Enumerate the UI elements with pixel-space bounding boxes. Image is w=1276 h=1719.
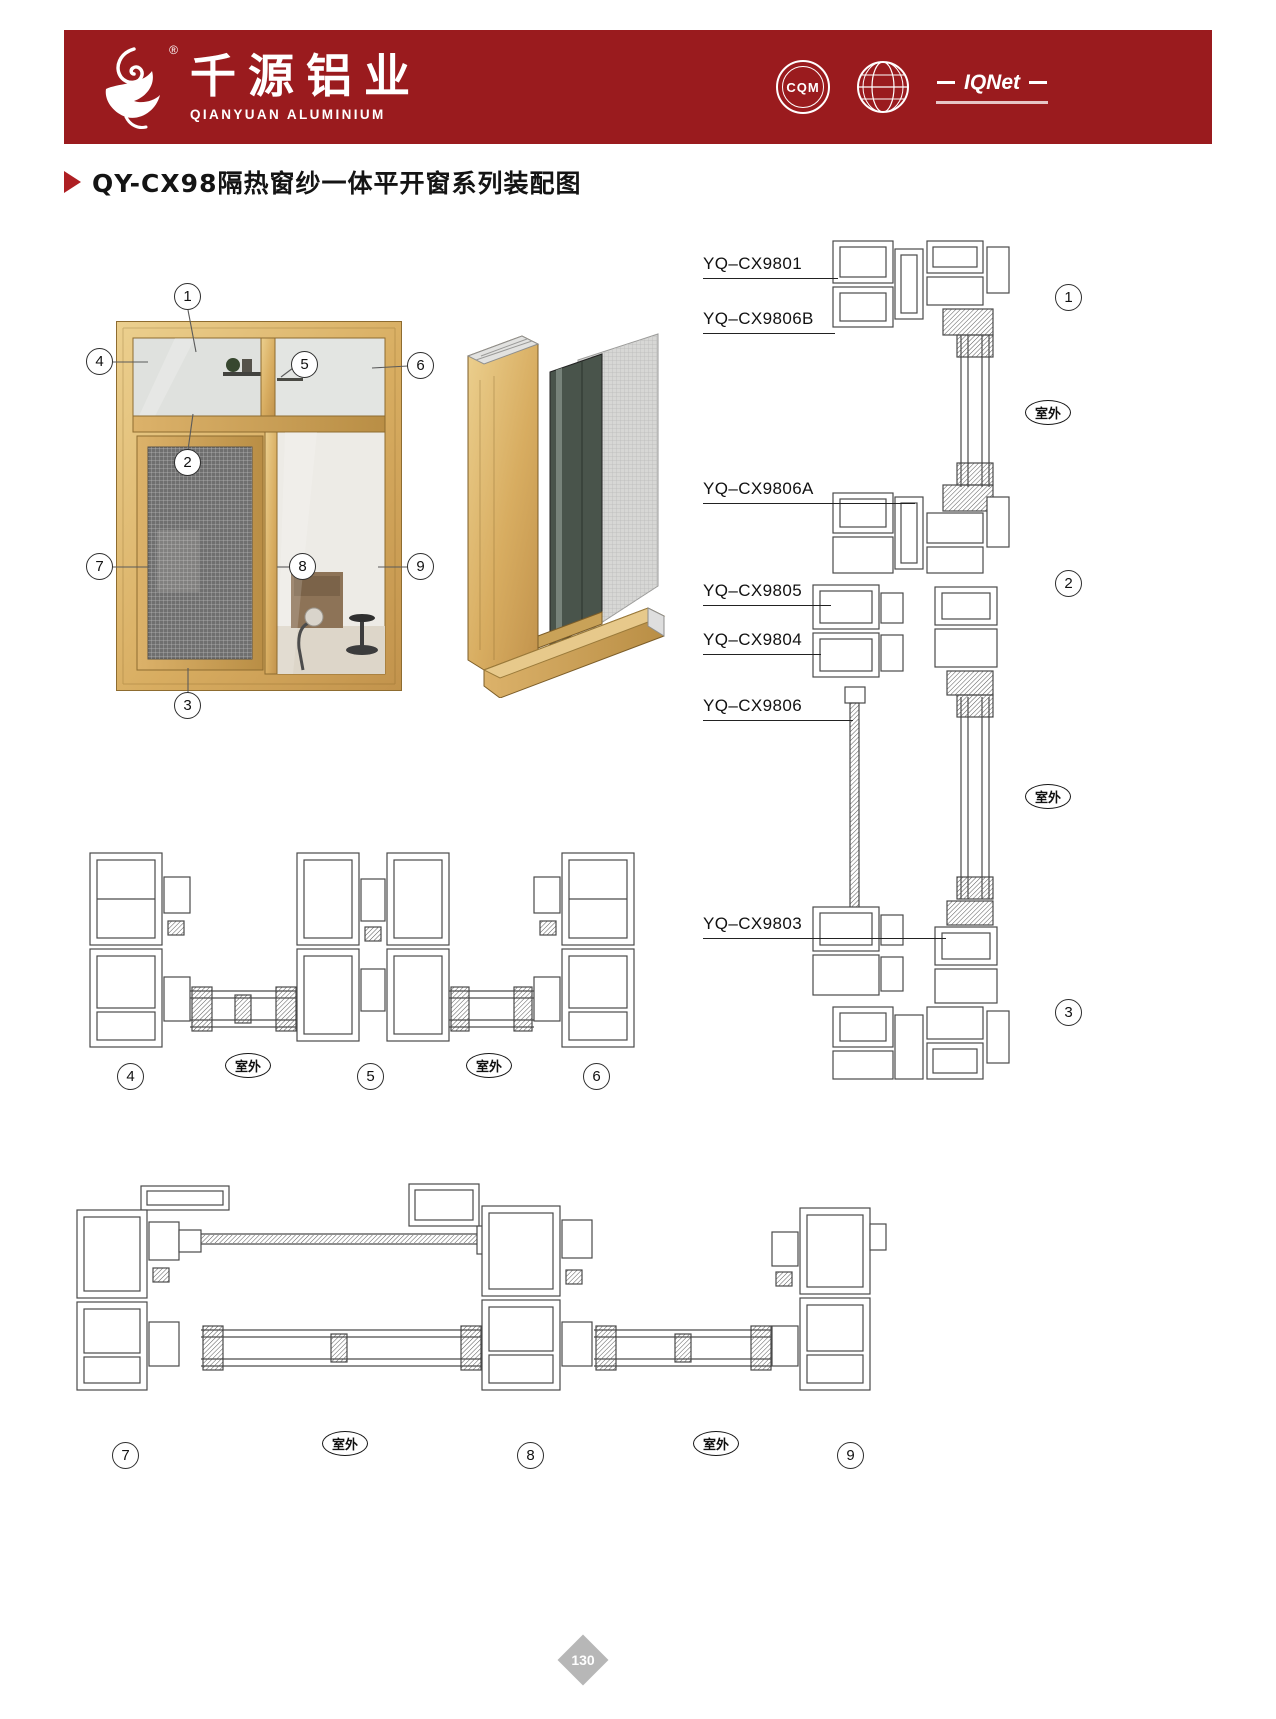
- swan-logo-icon: [105, 47, 160, 129]
- outdoor-label: 室外: [693, 1431, 739, 1456]
- horizontal-section-lower-drawing: [76, 1183, 887, 1391]
- iqnet-badge-label: IQNet: [963, 70, 1020, 94]
- detail-circle-7: 7: [112, 1442, 139, 1469]
- left-frame-profile: [89, 852, 191, 1048]
- detail-circle-3: 3: [1055, 999, 1082, 1026]
- part-label-yq-cx9806a: YQ–CX9806A: [703, 479, 915, 504]
- outdoor-label: 室外: [466, 1053, 512, 1078]
- right-frame-profile: [771, 1207, 887, 1391]
- transom-profile: [832, 484, 1010, 574]
- callout-5: 5: [291, 351, 318, 378]
- page-number: 130: [571, 1652, 595, 1668]
- detail-circle-9: 9: [837, 1442, 864, 1469]
- glazing-run-1: [201, 1325, 482, 1371]
- frame-head-profile: [832, 240, 1010, 336]
- glazing-run-2: [449, 986, 534, 1032]
- callout-9: 9: [407, 553, 434, 580]
- detail-circle-1: 1: [1055, 284, 1082, 311]
- right-frame-profile: [533, 852, 635, 1048]
- window-illustration: [116, 321, 402, 691]
- detail-circle-2: 2: [1055, 570, 1082, 597]
- brand-text: 千源铝业 QIANYUAN ALUMINIUM: [190, 48, 422, 123]
- part-label-yq-cx9805: YQ–CX9805: [703, 581, 831, 606]
- iqnet-dash-left: [936, 81, 955, 84]
- header-band: ® 千源铝业 QIANYUAN ALUMINIUM CQM IQNet: [64, 30, 1212, 144]
- outdoor-label: 室外: [1025, 400, 1071, 425]
- cqm-badge-label: CQM: [786, 79, 820, 95]
- outdoor-label: 室外: [225, 1053, 271, 1078]
- left-frame-profile: [76, 1185, 230, 1391]
- profile-3d-render: [466, 333, 666, 698]
- center-mullion-profile: [296, 852, 450, 1042]
- detail-circle-8: 8: [517, 1442, 544, 1469]
- part-label-yq-cx9803: YQ–CX9803: [703, 914, 946, 939]
- callout-leader-lines: [113, 309, 409, 693]
- outdoor-label: 室外: [322, 1431, 368, 1456]
- part-label-yq-cx9804: YQ–CX9804: [703, 630, 821, 655]
- part-label-yq-cx9801: YQ–CX9801: [703, 254, 838, 279]
- cqm-badge: CQM: [776, 60, 830, 114]
- brand-name-en: QIANYUAN ALUMINIUM: [190, 107, 386, 123]
- callout-3: 3: [174, 692, 201, 719]
- glazing-unit-lower: [956, 694, 994, 900]
- detail-circle-4: 4: [117, 1063, 144, 1090]
- vertical-section-drawing: [812, 240, 1010, 1080]
- callout-2: 2: [174, 449, 201, 476]
- callout-1: 1: [174, 283, 201, 310]
- registered-mark: ®: [169, 43, 178, 57]
- brand-logo: ®: [90, 41, 178, 133]
- iqnet-tagline-line: [936, 100, 1048, 104]
- sill-profile: [812, 900, 1010, 1080]
- certification-badges: CQM IQNet: [776, 60, 1048, 114]
- outdoor-label: 室外: [1025, 784, 1071, 809]
- detail-circle-6: 6: [583, 1063, 610, 1090]
- brand-name-cn: 千源铝业: [190, 48, 422, 103]
- iqnet-badge: IQNet: [936, 71, 1048, 104]
- iqnet-dash-right: [1029, 81, 1047, 84]
- page-title: QY-CX98隔热窗纱一体平开窗系列装配图: [92, 169, 582, 198]
- horizontal-section-upper-drawing: [89, 852, 635, 1048]
- page-number-diamond: 130: [557, 1634, 609, 1686]
- detail-circle-5: 5: [357, 1063, 384, 1090]
- iso-globe-badge-icon: [857, 61, 909, 113]
- callout-6: 6: [407, 352, 434, 379]
- glazing-run-2: [594, 1325, 772, 1371]
- glazing-unit-upper: [956, 334, 994, 487]
- callout-8: 8: [289, 553, 316, 580]
- title-bullet-icon: [64, 171, 81, 193]
- center-sash-profile: [481, 1205, 593, 1391]
- screen-mesh-strip: [201, 1183, 496, 1255]
- callout-4: 4: [86, 348, 113, 375]
- glazing-run-1: [190, 986, 297, 1032]
- part-label-yq-cx9806: YQ–CX9806: [703, 696, 853, 721]
- part-label-yq-cx9806b: YQ–CX9806B: [703, 309, 835, 334]
- sash-head-profile: [812, 584, 998, 696]
- title-row: QY-CX98隔热窗纱一体平开窗系列装配图: [64, 164, 581, 200]
- callout-7: 7: [86, 553, 113, 580]
